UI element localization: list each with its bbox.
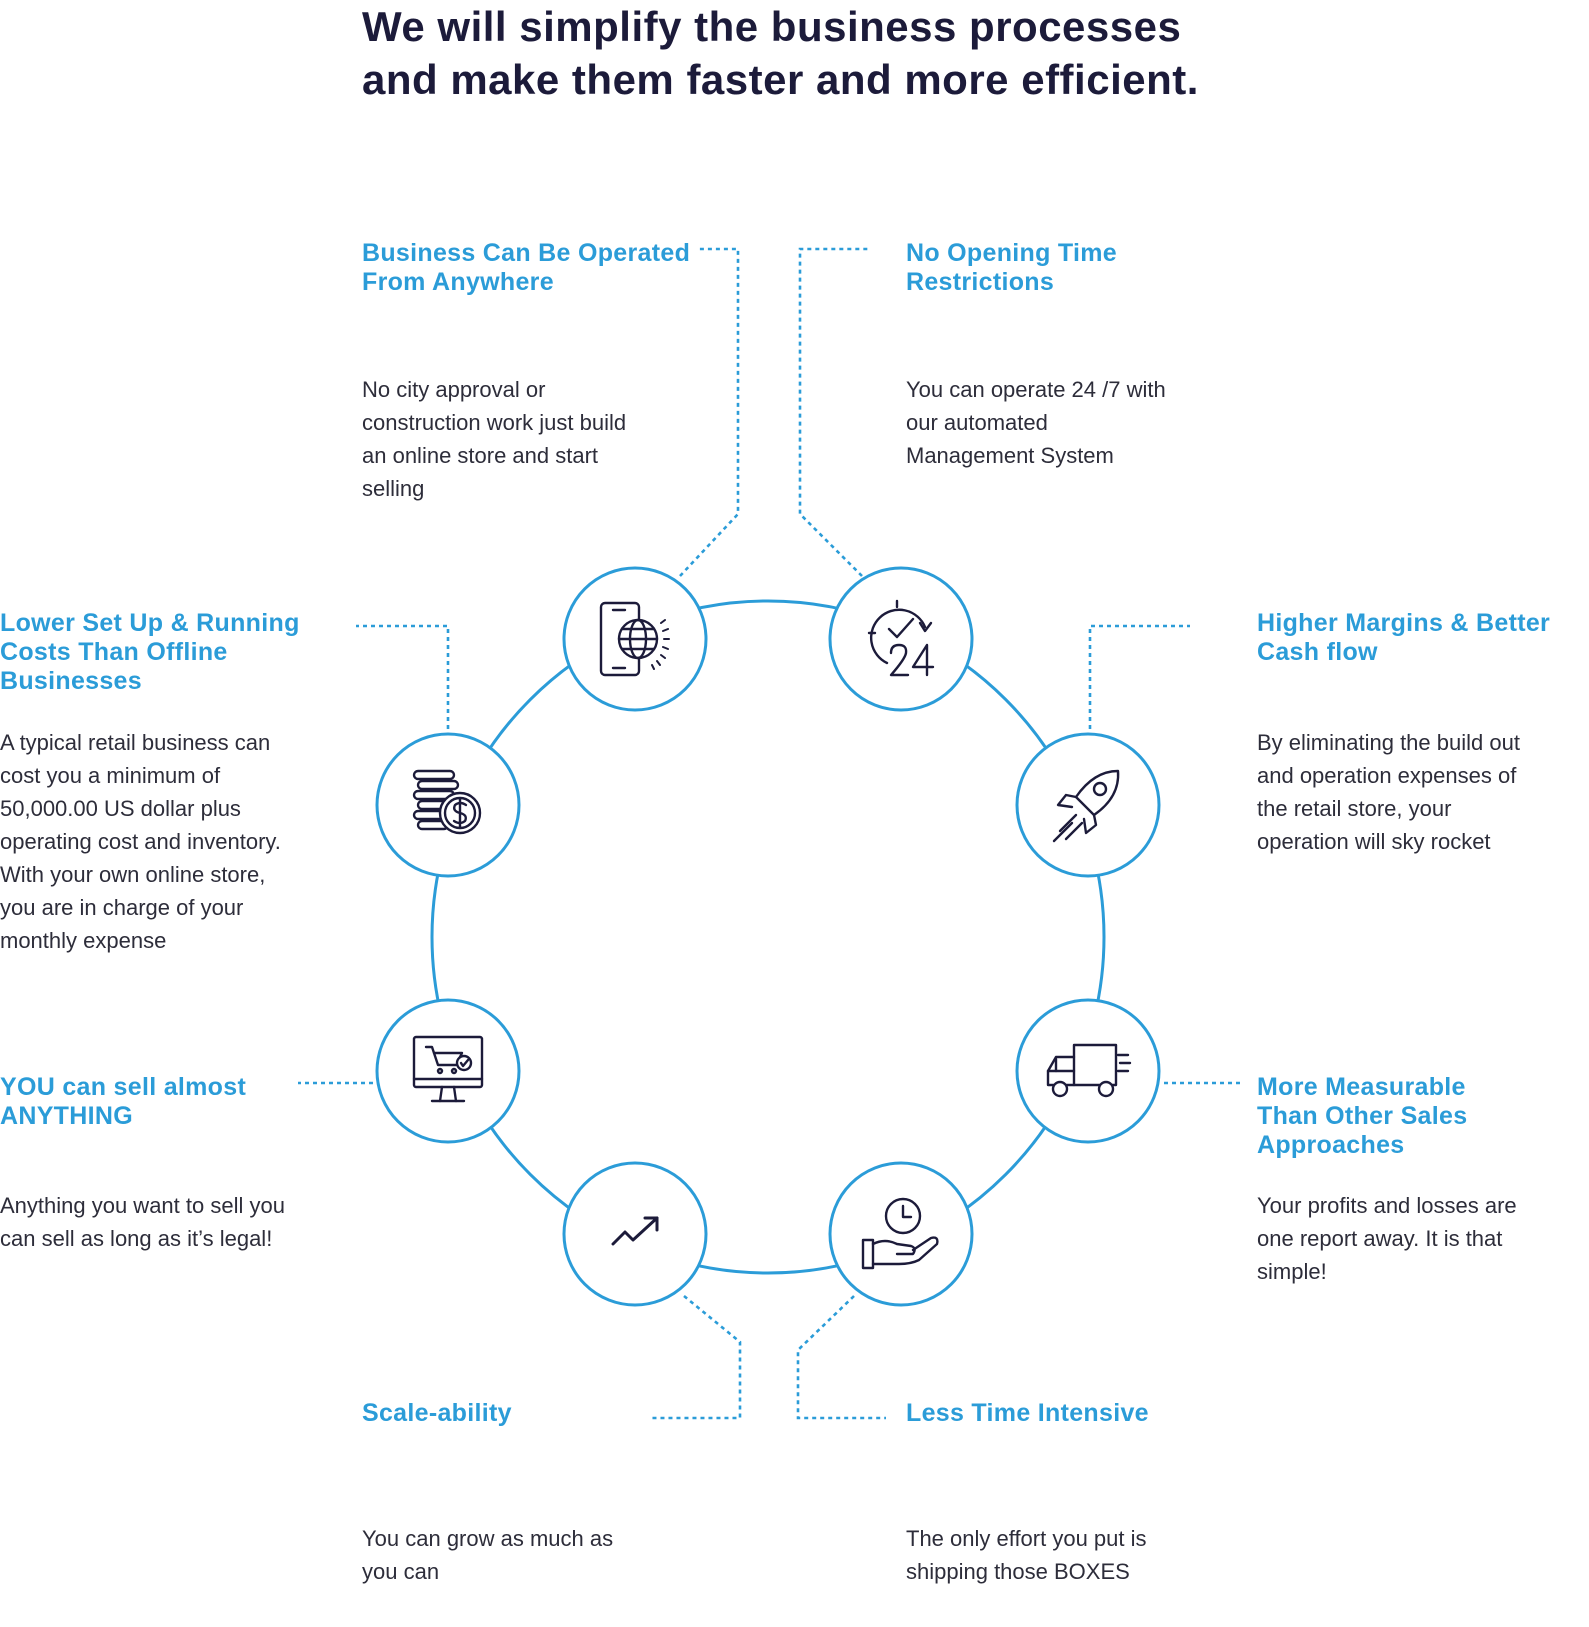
trend-up-icon [611, 1216, 659, 1246]
mobile-globe-icon [599, 601, 670, 677]
feature-description: A typical retail business can cost you a… [0, 730, 281, 953]
coins-dollar-icon [412, 769, 482, 835]
feature-description: Your profits and losses are one report a… [1257, 1193, 1517, 1284]
node-less-time [828, 1161, 974, 1307]
feature-description: No city approval or construction work ju… [362, 377, 627, 501]
leader-line-less-time [796, 1295, 886, 1420]
leader-lines [298, 247, 1240, 1420]
page-headline: We will simplify the business processes … [362, 0, 1199, 106]
feature-title: Business Can Be Operated From Anywhere [362, 239, 691, 296]
feature-title: More Measurable Than Other Sales Approac… [1257, 1073, 1468, 1159]
delivery-truck-icon [1046, 1043, 1132, 1098]
feature-description: You can grow as much as you can [362, 1526, 614, 1584]
node-scale [562, 1161, 708, 1307]
monitor-cart-icon [412, 1035, 484, 1103]
rocket-icon [1052, 769, 1120, 843]
leader-line-costs [356, 624, 450, 729]
hand-clock-icon [861, 1197, 939, 1270]
leader-line-opening [798, 247, 870, 577]
node-costs [375, 732, 521, 878]
feature-title: Less Time Intensive [906, 1399, 1149, 1427]
feature-title: No Opening Time Restrictions [906, 239, 1117, 296]
feature-description: The only effort you put is shipping thos… [906, 1526, 1147, 1584]
feature-description: Anything you want to sell you can sell a… [0, 1193, 285, 1251]
central-ring [430, 599, 1106, 1275]
headline-line-1: We will simplify the business processes [362, 3, 1182, 50]
feature-description: You can operate 24 /7 with our automated… [906, 377, 1166, 468]
headline-line-2: and make them faster and more efficient. [362, 56, 1199, 103]
leader-line-anywhere [679, 247, 740, 577]
feature-title: Higher Margins & Better Cash flow [1257, 609, 1551, 666]
feature-title: Lower Set Up & Running Costs Than Offlin… [0, 609, 300, 695]
clock-24-icon [867, 599, 935, 677]
leader-line-margins [1088, 624, 1190, 729]
feature-title: Scale-ability [362, 1399, 512, 1427]
feature-description: By eliminating the build out and operati… [1257, 730, 1520, 854]
node-anywhere [562, 566, 708, 712]
node-measurable [1015, 998, 1161, 1144]
node-sell [375, 998, 521, 1144]
feature-title: YOU can sell almost ANYTHING [0, 1073, 247, 1130]
node-opening [828, 566, 974, 712]
node-margins [1015, 732, 1161, 878]
leader-line-scale [652, 1294, 742, 1420]
